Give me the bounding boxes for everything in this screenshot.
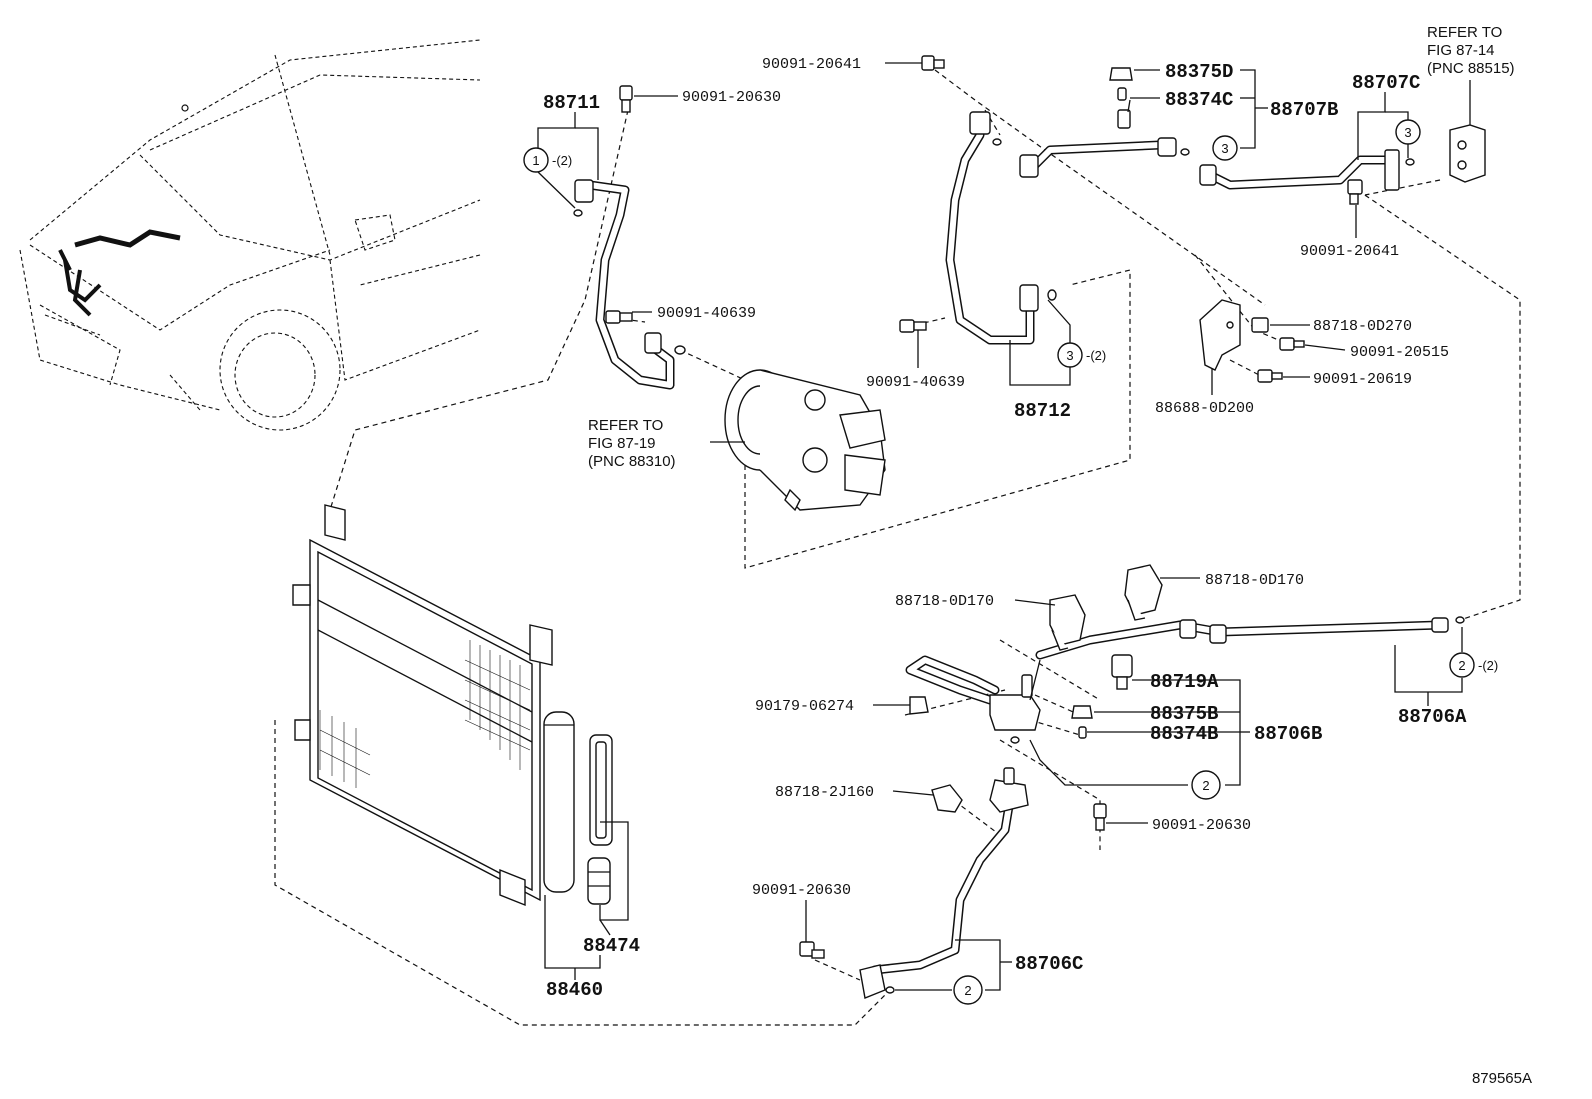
label-88374B: 88374B [1150, 723, 1218, 745]
part-number-labels: 88711 90091-20630 90091-40639 REFER TO F… [543, 24, 1532, 1087]
figure-id: 879565A [1472, 1070, 1532, 1087]
label-90091-20630-c: 90091-20630 [752, 882, 851, 899]
label-88719A: 88719A [1150, 671, 1219, 693]
small-caps-and-nuts [909, 67, 1133, 739]
label-90091-20630-b: 90091-20630 [1152, 817, 1251, 834]
label-88718-0D270: 88718-0D270 [1313, 318, 1412, 335]
callout-2b-number: 2 [1202, 778, 1209, 793]
pipe-88707C [1199, 149, 1415, 191]
label-88707C: 88707C [1352, 72, 1420, 94]
condenser-core-hatch [319, 640, 531, 788]
label-88688-0D200: 88688-0D200 [1155, 400, 1254, 417]
hose-88706A [1035, 616, 1465, 660]
pipe-88706B [905, 655, 1041, 744]
label-88718-2J160: 88718-2J160 [775, 784, 874, 801]
label-90091-40639-b: 90091-40639 [866, 374, 965, 391]
callout-1-quantity: -(2) [552, 153, 572, 168]
refer-valve-line1: REFER TO [1427, 24, 1502, 41]
label-88374C: 88374C [1165, 89, 1233, 111]
condenser-88460 [292, 504, 575, 907]
label-90091-20630-a: 90091-20630 [682, 89, 781, 106]
compressor-assembly [724, 369, 886, 512]
dashed-assembly-lines [274, 69, 1521, 1026]
clamp-88718-0D170-a [1049, 594, 1086, 651]
label-90091-40639-a: 90091-40639 [657, 305, 756, 322]
label-88712: 88712 [1014, 400, 1071, 422]
hose-88706C [859, 767, 1029, 999]
label-88706B: 88706B [1254, 723, 1322, 745]
refer-compressor-line2: FIG 87-19 [588, 435, 656, 452]
label-90091-20641-a: 90091-20641 [762, 56, 861, 73]
label-88711: 88711 [543, 92, 600, 114]
leader-lines [537, 62, 1471, 991]
callout-2a-number: 2 [1458, 658, 1465, 673]
refer-valve-line2: FIG 87-14 [1427, 42, 1495, 59]
label-88718-0D170-b: 88718-0D170 [1205, 572, 1304, 589]
hose-88711 [573, 179, 686, 390]
callout-1-number: 1 [532, 153, 539, 168]
callout-3a-quantity: -(2) [1086, 348, 1106, 363]
callout-3c-number: 3 [1404, 125, 1411, 140]
bracket-88688-0D200 [1199, 299, 1269, 371]
callout-circle-2-a: 2 -(2) [1449, 652, 1498, 678]
label-88375B: 88375B [1150, 703, 1218, 725]
label-90179-06274: 90179-06274 [755, 698, 854, 715]
label-88707B: 88707B [1270, 99, 1338, 121]
dryer-filter-88474 [587, 734, 613, 905]
refer-compressor-line3: (PNC 88310) [588, 453, 676, 470]
callout-circle-1: 1 -(2) [523, 147, 572, 173]
callout-circle-3-b: 3 [1212, 135, 1238, 161]
clip-88718-2J160 [931, 784, 963, 813]
label-90091-20641-b: 90091-20641 [1300, 243, 1399, 260]
label-90091-20515: 90091-20515 [1350, 344, 1449, 361]
vehicle-outline-illustration [19, 39, 481, 431]
clamp-88718-0D170-b [1124, 564, 1163, 621]
label-88718-0D170-a: 88718-0D170 [895, 593, 994, 610]
label-88706C: 88706C [1015, 953, 1083, 975]
hose-88712 [945, 111, 1057, 345]
callout-3b-number: 3 [1221, 141, 1228, 156]
label-88474: 88474 [583, 935, 640, 957]
callout-circle-2-c: 2 [953, 975, 983, 1005]
expansion-valve [1449, 124, 1486, 183]
label-88460: 88460 [546, 979, 603, 1001]
callout-circle-3-c: 3 [1395, 119, 1421, 145]
pressure-switch-88719A [1111, 654, 1133, 690]
callout-2a-quantity: -(2) [1478, 658, 1498, 673]
callout-3a-number: 3 [1066, 348, 1073, 363]
label-88706A: 88706A [1398, 706, 1467, 728]
label-90091-20619: 90091-20619 [1313, 371, 1412, 388]
callout-circle-2-b: 2 [1191, 770, 1221, 800]
callout-2c-number: 2 [964, 983, 971, 998]
refer-compressor-line1: REFER TO [588, 417, 663, 434]
label-88375D: 88375D [1165, 61, 1233, 83]
callout-circle-3-a: 3 -(2) [1057, 342, 1106, 368]
bolts [605, 55, 1363, 959]
pipe-88707B [1019, 109, 1190, 178]
refer-valve-line3: (PNC 88515) [1427, 60, 1515, 77]
